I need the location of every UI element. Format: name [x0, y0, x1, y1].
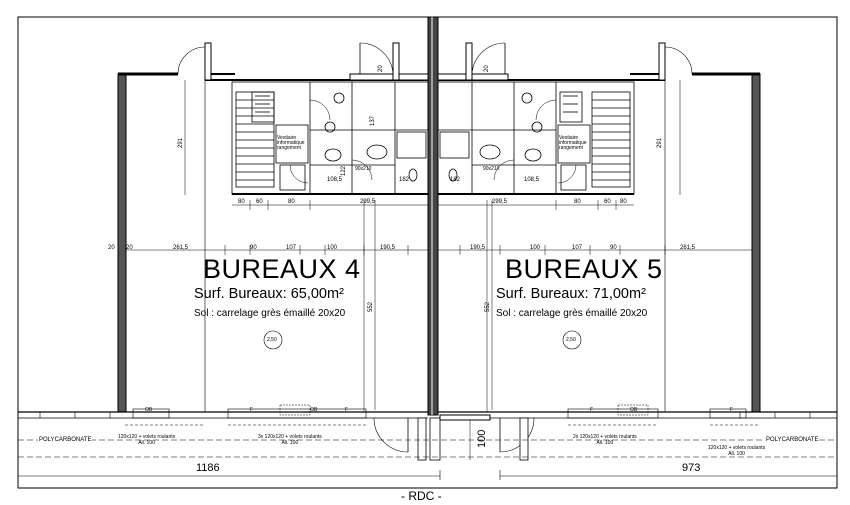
dim-left-h-4: 107	[286, 245, 297, 251]
room-floor-bureaux-4: Sol : carrelage grès émaillé 20x20	[194, 308, 346, 319]
corridor-dim: 100	[476, 429, 488, 448]
window-ob-right: OB	[630, 407, 638, 413]
window-f-left-2: F	[345, 407, 349, 413]
dim-left-core-3: 299,5	[360, 199, 376, 205]
room-title-bureaux-5: BUREAUX 5	[505, 254, 663, 284]
room-surface-bureaux-5: Surf. Bureaux: 71,00m²	[496, 286, 646, 302]
window-spec-right-1-b: All. 100	[596, 440, 614, 446]
dim-right-h-3: 90	[610, 245, 617, 251]
overall-dim-left: 1186	[196, 462, 220, 474]
dim-sanitary-2: 122	[341, 165, 347, 176]
window-ob-left: OB	[145, 407, 153, 413]
unit-right-walls	[437, 42, 761, 413]
dim-sanitary-5: 20	[484, 65, 490, 72]
window-ob-left-2: OB	[310, 407, 318, 413]
dim-left-h-3: 90	[250, 245, 257, 251]
window-spec-right-1: 2x 120x120 + volets roulants All. 100	[573, 434, 637, 446]
dim-left-h-5: 100	[327, 245, 338, 251]
unit-right-core	[437, 81, 635, 210]
window-spec-right-1-a: 2x 120x120 + volets roulants	[573, 434, 637, 440]
room-tag-bureaux-4: 2,50	[267, 337, 277, 343]
window-spec-left-1-b: All. 100	[138, 440, 155, 446]
stair-note-right: Vestiaire informatique rangement	[559, 135, 587, 151]
door-note-left: 90x210	[355, 166, 372, 172]
polycarbonate-label-left: POLYCARBONATE	[38, 437, 93, 443]
dim-right-h-1: 100	[530, 245, 541, 251]
dim-sanitary-1: 182	[399, 177, 410, 183]
dim-left-core-1: 60	[256, 199, 263, 205]
dim-right-h-4: 261,5	[680, 245, 696, 251]
window-spec-right-2-b: All. 100	[728, 451, 745, 457]
facade	[18, 404, 837, 480]
window-spec-left-2-b: All. 100	[281, 440, 299, 446]
overall-dim-right: 973	[682, 462, 701, 474]
dim-left-v-1: 552	[368, 301, 374, 312]
unit-right-room	[438, 74, 752, 412]
dim-left-h-2: 261,5	[173, 245, 189, 251]
unit-left-walls	[117, 16, 439, 416]
dim-right-core-2: 60	[604, 199, 611, 205]
dim-right-v-0: 552	[485, 301, 491, 312]
window-spec-right-2: 120x120 + volets roulants All. 100	[708, 445, 765, 457]
level-label: - RDC -	[401, 489, 442, 503]
dim-left-core-2: 80	[288, 199, 295, 205]
dim-right-core-3: 80	[620, 199, 627, 205]
dim-right-core-0: 299,5	[492, 199, 508, 205]
window-spec-left-1-a: 120x120 + volets roulants	[118, 434, 176, 440]
unit-left-core	[231, 81, 429, 210]
window-f-right-1: F	[590, 407, 594, 413]
dim-right-v-1: 291	[657, 137, 663, 148]
dim-right-h-0: 190,5	[470, 245, 486, 251]
dim-left-h-1: 20	[126, 245, 133, 251]
stair-note-left: Vestiaire informatique rangement	[277, 135, 305, 151]
dim-left-h-0: 20	[108, 245, 115, 251]
room-title-bureaux-4: BUREAUX 4	[203, 254, 361, 284]
dim-left-v-0: 291	[178, 137, 184, 148]
window-spec-left-1: 120x120 + volets roulants All. 100	[118, 434, 175, 446]
room-tag-bureaux-5: 2,50	[566, 337, 576, 343]
dim-right-core-1: 80	[574, 199, 581, 205]
room-floor-bureaux-5: Sol : carrelage grès émaillé 20x20	[496, 308, 648, 319]
window-f-right-2: F	[730, 407, 734, 413]
dim-sanitary-3: 137	[370, 115, 376, 126]
room-surface-bureaux-4: Surf. Bureaux: 65,00m²	[194, 286, 344, 302]
polycarbonate-label-right: POLYCARBONATE	[765, 437, 820, 443]
door-note-right: 90x210	[483, 166, 500, 172]
dim-sanitary-4: 20	[378, 65, 384, 72]
unit-left-room	[126, 74, 428, 412]
dim-left-h-6: 190,5	[380, 245, 396, 251]
window-f-left-1: F	[250, 407, 254, 413]
window-spec-left-2: 3x 120x120 + volets roulants All. 100	[258, 434, 322, 446]
dim-sanitary-7: 108,5	[524, 177, 540, 183]
window-spec-right-2-a: 120x120 + volets roulants	[708, 445, 766, 451]
window-spec-left-2-a: 3x 120x120 + volets roulants	[258, 434, 322, 440]
dim-sanitary-0: 108,5	[327, 177, 343, 183]
dim-left-core-0: 80	[238, 199, 245, 205]
dim-sanitary-6: 182	[450, 177, 461, 183]
dim-right-h-2: 107	[572, 245, 583, 251]
